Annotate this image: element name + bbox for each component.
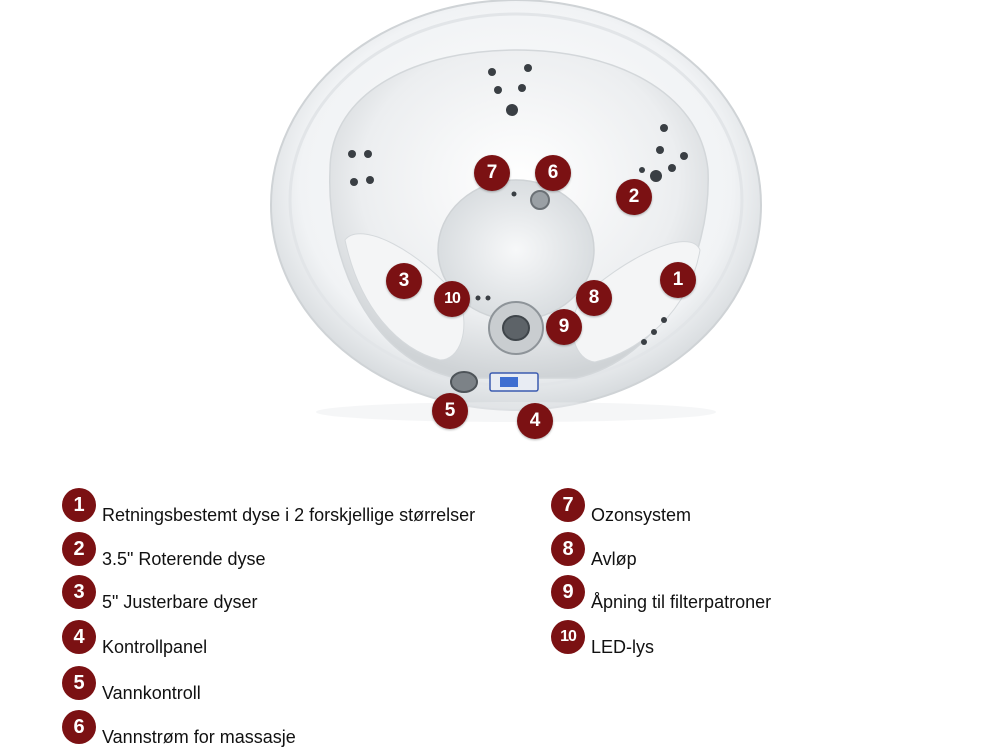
- jets-top-cluster: [488, 64, 532, 116]
- legend-item-7: 7 Ozonsystem: [551, 488, 692, 530]
- control-panel-display: [500, 377, 518, 387]
- jets-left-cluster: [348, 150, 374, 186]
- legend-label: Vannstrøm for massasje: [102, 726, 296, 747]
- marker-8: 8: [576, 280, 612, 316]
- marker-10: 10: [434, 281, 470, 317]
- marker-6: 6: [535, 155, 571, 191]
- water-control-knob: [450, 371, 478, 393]
- legend-label: 3.5" Roterende dyse: [102, 548, 266, 569]
- legend-number: 4: [62, 620, 96, 654]
- legend-number: 5: [62, 666, 96, 700]
- legend-label: LED-lys: [591, 636, 655, 657]
- legend-item-5: 5 Vannkontroll: [62, 666, 201, 708]
- legend-number: 6: [62, 710, 96, 744]
- legend-label: Ozonsystem: [591, 504, 692, 525]
- marker-1: 1: [660, 262, 696, 298]
- legend-number: 3: [62, 575, 96, 609]
- legend-number: 9: [551, 575, 585, 609]
- filter-opening-inner: [502, 315, 530, 341]
- legend-item-3: 3 5" Justerbare dyser: [62, 575, 258, 617]
- legend-number: 10: [551, 620, 585, 654]
- marker-5: 5: [432, 393, 468, 429]
- marker-7: 7: [474, 155, 510, 191]
- marker-9: 9: [546, 309, 582, 345]
- tub-base-shadow: [316, 402, 716, 422]
- hot-tub-illustration: [270, 0, 762, 422]
- marker-4: 4: [517, 403, 553, 439]
- legend-number: 7: [551, 488, 585, 522]
- jets-right-lower: [641, 317, 667, 345]
- led-lights: [475, 295, 491, 301]
- marker-3: 3: [386, 263, 422, 299]
- legend-label: Kontrollpanel: [102, 636, 208, 657]
- legend-item-1: 1 Retningsbestemt dyse i 2 forskjellige …: [62, 488, 476, 530]
- ozone-nozzle: [511, 191, 517, 197]
- legend-label: Åpning til filterpatroner: [591, 591, 772, 612]
- legend-label: Avløp: [591, 548, 637, 569]
- legend-item-9: 9 Åpning til filterpatroner: [551, 575, 772, 617]
- legend-number: 1: [62, 488, 96, 522]
- legend-number: 8: [551, 532, 585, 566]
- marker-2: 2: [616, 179, 652, 215]
- legend-label: Vannkontroll: [102, 682, 201, 703]
- legend-label: 5" Justerbare dyser: [102, 591, 258, 612]
- jets-right-cluster: [639, 124, 688, 182]
- legend-label: Retningsbestemt dyse i 2 forskjellige st…: [102, 504, 476, 525]
- legend-item-10: 10 LED-lys: [551, 620, 655, 662]
- legend-item-8: 8 Avløp: [551, 532, 637, 574]
- legend-item-2: 2 3.5" Roterende dyse: [62, 532, 266, 574]
- massage-jet: [530, 190, 550, 210]
- legend-number: 2: [62, 532, 96, 566]
- legend-item-4: 4 Kontrollpanel: [62, 620, 208, 662]
- legend-item-6: 6 Vannstrøm for massasje: [62, 710, 296, 752]
